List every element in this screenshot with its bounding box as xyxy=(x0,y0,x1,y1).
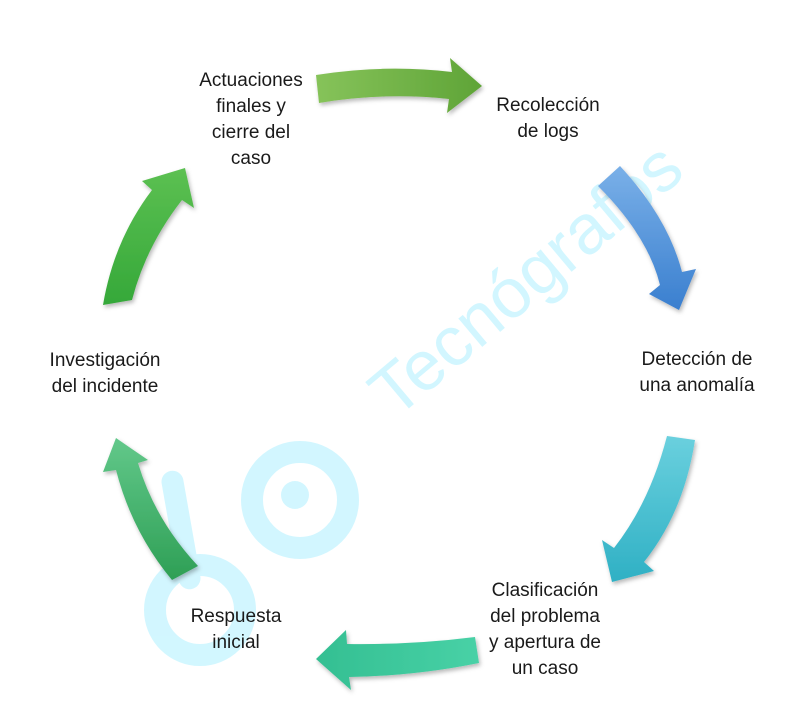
arrow-2 xyxy=(598,166,696,310)
arrow-3 xyxy=(602,436,695,582)
arrow-6 xyxy=(103,168,194,305)
arrow-4 xyxy=(316,630,479,690)
arrow-1 xyxy=(316,58,482,113)
step-label-actuaciones: Actuaciones finales y cierre del caso xyxy=(199,70,303,169)
step-label-deteccion: Detección de una anomalía xyxy=(639,349,755,396)
step-label-respuesta: Respuesta inicial xyxy=(190,606,282,653)
step-label-investigacion: Investigación del incidente xyxy=(49,350,161,397)
step-label-clasificacion: Clasificación del problema y apertura de… xyxy=(489,580,601,679)
step-label-recoleccion: Recolección de logs xyxy=(496,95,600,142)
arrow-5 xyxy=(103,438,198,580)
